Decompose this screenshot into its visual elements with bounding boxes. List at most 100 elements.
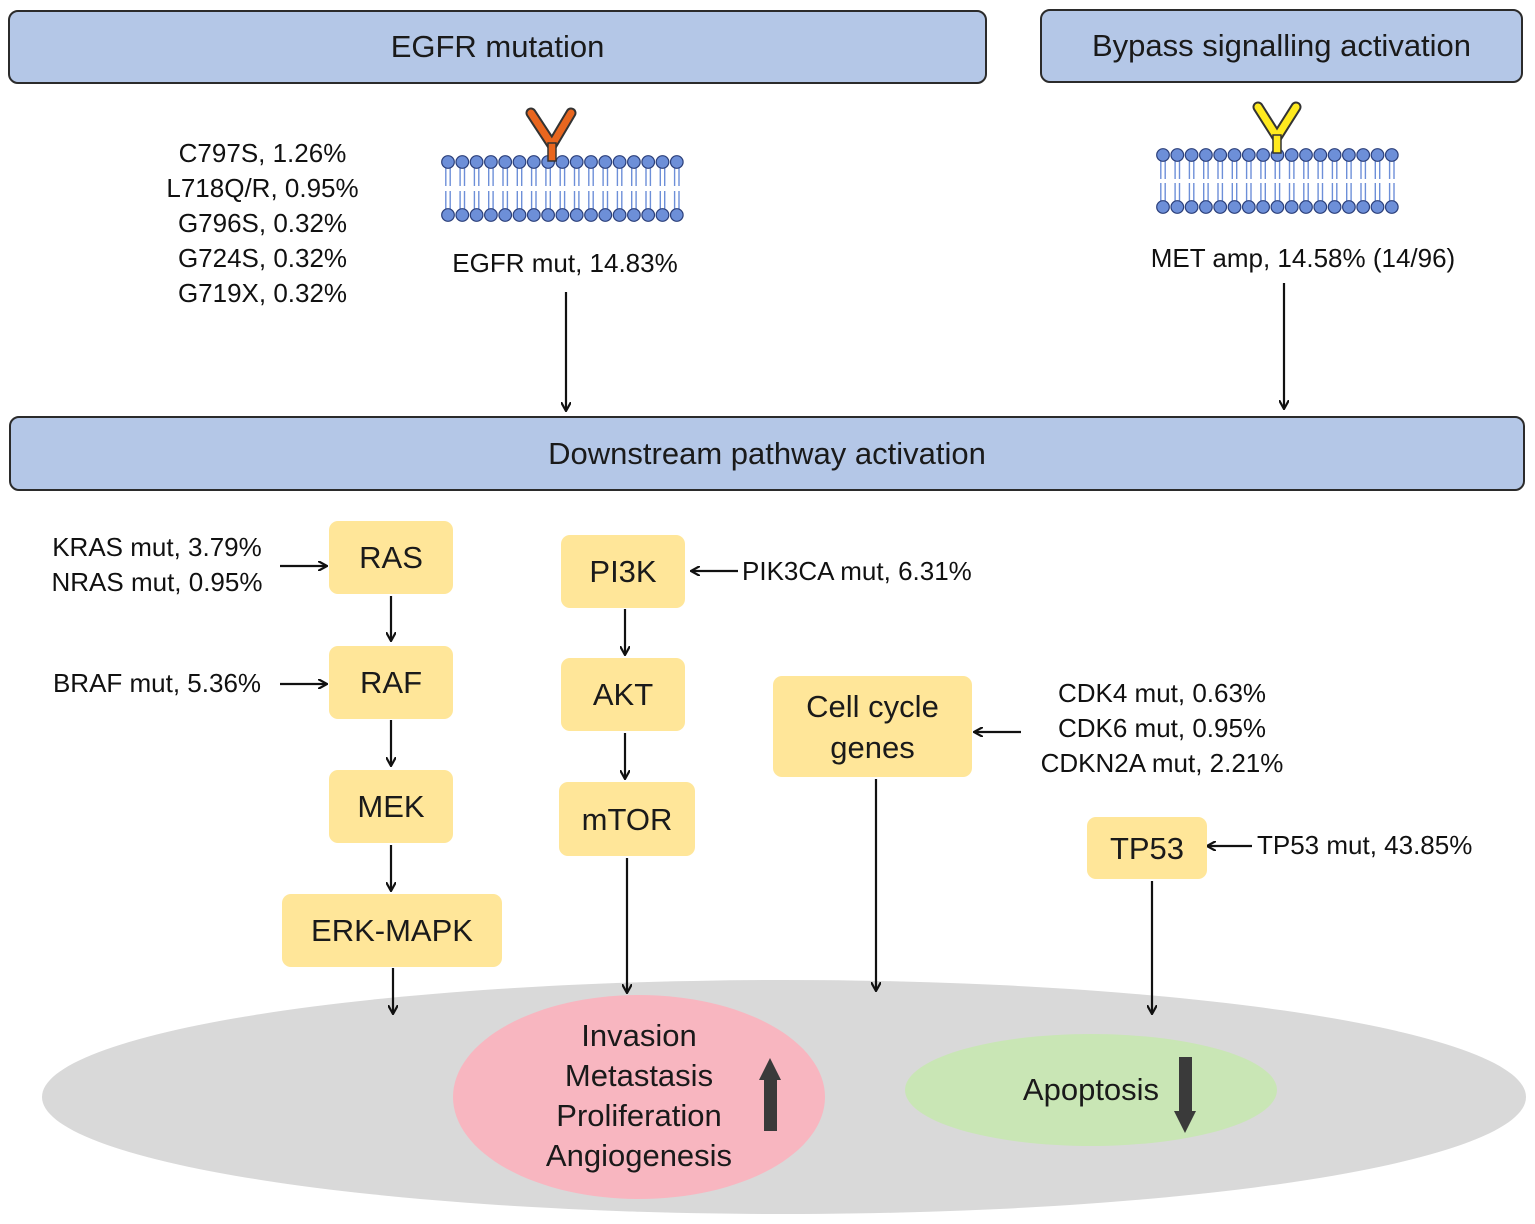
lipid-head	[1341, 200, 1356, 214]
egfr-mutation-item: G796S, 0.32%	[177, 208, 348, 238]
lipid-head	[1384, 148, 1399, 162]
lipid-head	[526, 208, 541, 222]
egfr-receptor-icon	[525, 107, 577, 162]
lipid-head	[584, 155, 598, 169]
lipid-head	[498, 208, 513, 222]
lipid-head	[669, 155, 684, 169]
lipid-head	[1284, 148, 1299, 162]
lipid-head	[1384, 200, 1399, 214]
lipid-head	[455, 155, 470, 169]
lipid-head	[1356, 200, 1371, 214]
lipid-head	[598, 155, 613, 169]
lipid-head	[1170, 148, 1185, 162]
raf-node: RAF	[329, 646, 453, 719]
cdk4-mut: CDK4 mut, 0.63%	[1057, 678, 1267, 708]
erk-mapk-node: ERK-MAPK	[282, 894, 502, 967]
mek-node: MEK	[329, 770, 453, 843]
lipid-head	[1227, 148, 1242, 162]
lipid-head	[1184, 200, 1199, 214]
lipid-head	[655, 208, 670, 222]
lipid-head	[512, 155, 527, 169]
lipid-head	[1370, 148, 1385, 162]
lipid-head	[1241, 200, 1256, 214]
outcome-apoptosis: Apoptosis	[1022, 1072, 1160, 1107]
lipid-head	[641, 208, 656, 222]
lipid-head	[1184, 148, 1199, 162]
cdk6-mut: CDK6 mut, 0.95%	[1057, 713, 1267, 743]
mtor-node: mTOR	[559, 782, 695, 856]
ras-alteration-label: KRAS mut, 3.79% NRAS mut, 0.95%	[28, 530, 286, 600]
lipid-head	[555, 155, 570, 169]
ras-node: RAS	[329, 521, 453, 594]
lipid-head	[1313, 148, 1328, 162]
lipid-head	[484, 155, 498, 169]
lipid-head	[1170, 200, 1185, 214]
egfr-mutation-item: C797S, 1.26%	[178, 138, 347, 168]
tp53-mut: TP53 mut, 43.85%	[1257, 830, 1473, 860]
lipid-head	[1198, 148, 1213, 162]
lipid-head	[469, 208, 484, 222]
egfr-mutation-item: G724S, 0.32%	[177, 243, 348, 273]
lipid-head	[1256, 200, 1270, 214]
met-membrane-icon	[1156, 148, 1399, 214]
lipid-head	[526, 155, 541, 169]
pik3ca-mut: PIK3CA mut, 6.31%	[742, 556, 972, 586]
egfr-mutation-item: L718Q/R, 0.95%	[166, 173, 359, 203]
lipid-head	[1356, 148, 1371, 162]
lipid-head	[569, 208, 584, 222]
lipid-head	[669, 208, 684, 222]
increased-outcomes: Invasion Metastasis Proliferation Angiog…	[508, 1016, 770, 1176]
egfr-mutation-item: G719X, 0.32%	[177, 278, 348, 308]
cell-cycle-line: Cell cycle	[806, 688, 939, 724]
outcome-angiogenesis: Angiogenesis	[545, 1138, 733, 1173]
lipid-head	[1227, 200, 1242, 214]
nras-mut: NRAS mut, 0.95%	[51, 567, 263, 597]
outcome-metastasis: Metastasis	[564, 1058, 714, 1093]
lipid-head	[1327, 200, 1342, 214]
lipid-head	[1299, 200, 1313, 214]
lipid-head	[655, 155, 670, 169]
cell-cycle-alterations: CDK4 mut, 0.63% CDK6 mut, 0.95% CDKN2A m…	[1012, 676, 1312, 781]
outcome-proliferation: Proliferation	[556, 1098, 722, 1133]
lipid-head	[612, 155, 627, 169]
kras-mut: KRAS mut, 3.79%	[52, 532, 262, 562]
lipid-head	[498, 155, 513, 169]
met-receptor-icon	[1252, 101, 1302, 154]
bypass-signalling-header: Bypass signalling activation	[1040, 9, 1523, 83]
lipid-head	[1284, 200, 1299, 214]
lipid-head	[1313, 200, 1328, 214]
pathway-arrows	[280, 283, 1284, 1013]
egfr-mut-label: EGFR mut, 14.83%	[452, 248, 678, 278]
cell-cycle-line: genes	[830, 729, 915, 765]
lipid-head	[612, 208, 627, 222]
akt-node: AKT	[561, 658, 685, 731]
tp53-node: TP53	[1087, 817, 1207, 879]
lipid-head	[1270, 200, 1285, 214]
lipid-head	[441, 208, 455, 222]
lipid-head	[1370, 200, 1385, 214]
lipid-head	[1198, 200, 1213, 214]
lipid-head	[1299, 148, 1313, 162]
lipid-head	[627, 208, 641, 222]
egfr-membrane-icon	[441, 155, 684, 222]
increase-arrow-icon	[759, 1058, 781, 1131]
lipid-head	[641, 155, 656, 169]
lipid-head	[441, 155, 455, 169]
lipid-head	[1156, 200, 1170, 214]
lipid-head	[569, 155, 584, 169]
cell-cycle-genes-node: Cell cycle genes	[773, 676, 972, 777]
lipid-head	[584, 208, 598, 222]
lipid-head	[1256, 148, 1270, 162]
decrease-arrow-icon	[1174, 1057, 1196, 1133]
lipid-head	[1213, 200, 1228, 214]
downstream-pathway-header: Downstream pathway activation	[9, 416, 1525, 491]
braf-mut: BRAF mut, 5.36%	[52, 668, 262, 698]
egfr-mutation-list: C797S, 1.26% L718Q/R, 0.95% G796S, 0.32%…	[150, 136, 375, 311]
lipid-head	[1213, 148, 1228, 162]
cdkn2a-mut: CDKN2A mut, 2.21%	[1040, 748, 1284, 778]
lipid-head	[455, 208, 470, 222]
outcome-invasion: Invasion	[581, 1018, 697, 1053]
lipid-head	[541, 208, 555, 222]
lipid-head	[1327, 148, 1342, 162]
